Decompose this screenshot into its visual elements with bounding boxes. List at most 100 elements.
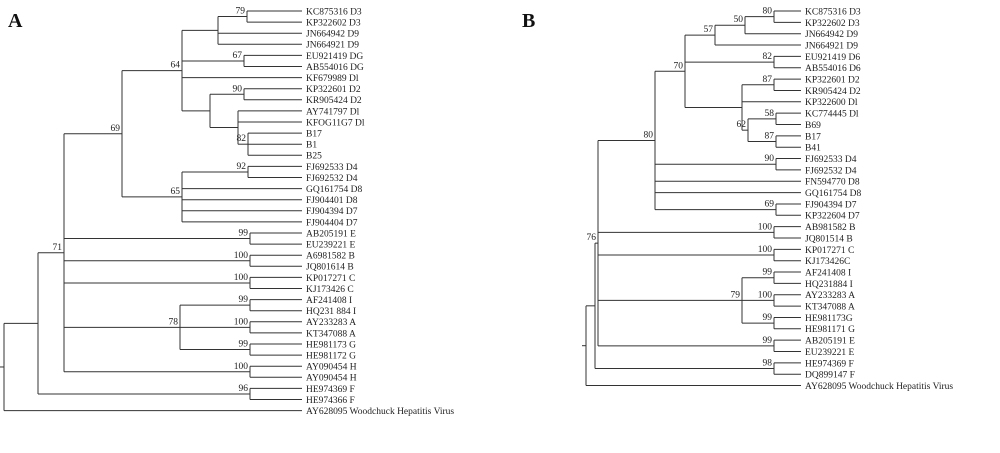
leaf-label: AB554016 D6 (805, 64, 861, 74)
bootstrap-value: 100 (234, 317, 249, 327)
leaf-label: EU239221 E (805, 348, 855, 358)
leaf-label: KC774445 Dl (805, 110, 859, 120)
bootstrap-value: 99 (763, 268, 773, 278)
bootstrap-value: 90 (765, 154, 775, 164)
leaf-label: KC875316 D3 (805, 7, 861, 17)
leaf-label: KP322602 D3 (805, 19, 860, 29)
leaf-label: KP017271 C (805, 246, 854, 256)
leaf-label: HE974369 F (306, 385, 355, 395)
bootstrap-value: 57 (704, 25, 714, 35)
leaf-label: KR905424 D2 (306, 96, 362, 106)
bootstrap-value: 78 (169, 317, 179, 327)
leaf-label: KP322604 D7 (805, 212, 860, 222)
leaf-label: AF241408 I (805, 268, 851, 278)
leaf-label: AY233283 A (306, 318, 356, 328)
leaf-label: KT347088 A (306, 329, 356, 339)
leaf-label: JQ801614 B (306, 263, 354, 273)
bootstrap-value: 99 (763, 313, 773, 323)
leaf-label: AY741797 Dl (306, 107, 360, 117)
bootstrap-value: 79 (236, 7, 246, 17)
leaf-label: AY090454 H (306, 363, 357, 373)
bootstrap-value: 100 (758, 290, 773, 300)
bootstrap-value: 99 (239, 229, 249, 239)
leaf-label: B25 (306, 152, 322, 162)
bootstrap-value: 71 (53, 243, 63, 253)
leaf-label: HE981173 G (306, 340, 356, 350)
leaf-label: B69 (805, 121, 821, 131)
bootstrap-value: 69 (111, 124, 121, 134)
bootstrap-value: 87 (765, 132, 775, 142)
leaf-label: HE981173G (805, 314, 853, 324)
leaf-label: FJ904394 D7 (805, 200, 857, 210)
leaf-label: AY233283 A (805, 291, 855, 301)
leaf-label: KC875316 D3 (306, 7, 362, 17)
leaf-label: KP017271 C (306, 274, 355, 284)
leaf-label: JN664942 D9 (306, 30, 359, 40)
leaf-label: AB981582 B (805, 223, 855, 233)
leaf-label: FJ692533 D4 (306, 163, 358, 173)
leaf-label: AF241408 I (306, 296, 352, 306)
bootstrap-value: 96 (239, 384, 249, 394)
bootstrap-value: 100 (758, 245, 773, 255)
leaf-label: EU239221 E (306, 241, 356, 251)
bootstrap-value: 92 (237, 162, 247, 172)
leaf-label: GQ161754 D8 (306, 185, 362, 195)
leaf-label: HE974369 F (805, 359, 854, 369)
leaf-label: HQ231 884 I (306, 307, 356, 317)
leaf-label: FJ692532 D4 (805, 166, 857, 176)
bootstrap-value: 62 (737, 120, 747, 130)
leaf-label: AB205191 E (805, 337, 855, 347)
leaf-label: A6981582 B (306, 252, 355, 262)
bootstrap-value: 100 (234, 362, 249, 372)
bootstrap-value: 100 (234, 273, 249, 283)
leaf-label: HE974366 F (306, 396, 355, 406)
bootstrap-value: 58 (765, 109, 775, 119)
bootstrap-value: 69 (765, 200, 775, 210)
bootstrap-value: 90 (233, 84, 243, 94)
leaf-label: B41 (805, 144, 821, 154)
leaf-label: FN594770 D8 (805, 178, 860, 188)
leaf-label: EU921419 DG (306, 52, 363, 62)
bootstrap-value: 98 (763, 359, 773, 369)
leaf-label: FJ692532 D4 (306, 174, 358, 184)
bootstrap-value: 87 (763, 75, 773, 85)
leaf-label: GQ161754 D8 (805, 189, 861, 199)
leaf-label: B17 (306, 130, 322, 140)
leaf-label: AY090454 H (306, 374, 357, 384)
leaf-label: AY628095 Woodchuck Hepatitis Virus (306, 407, 454, 417)
leaf-label: KJ173426 C (306, 285, 354, 295)
leaf-label: FJ904401 D8 (306, 196, 358, 206)
leaf-label: KP322602 D3 (306, 19, 361, 29)
bootstrap-value: 100 (758, 222, 773, 232)
leaf-label: KFOG11G7 Dl (306, 118, 365, 128)
leaf-label: KP322601 D2 (306, 85, 361, 95)
bootstrap-value: 64 (171, 61, 181, 71)
leaf-label: AB205191 E (306, 229, 356, 239)
leaf-label: JQ801514 B (805, 234, 853, 244)
bootstrap-value: 79 (731, 290, 741, 300)
leaf-label: HE981171 G (805, 325, 855, 335)
leaf-label: AY628095 Woodchuck Hepatitis Virus (805, 382, 953, 392)
leaf-label: HQ231884 I (805, 280, 853, 290)
panel-label-b: B (522, 10, 535, 32)
bootstrap-value: 76 (587, 233, 597, 243)
bootstrap-value: 70 (674, 61, 684, 71)
bootstrap-value: 80 (644, 130, 654, 140)
leaf-label: KJ173426C (805, 257, 850, 267)
leaf-label: JN664921 D9 (805, 41, 858, 51)
leaf-label: AB554016 DG (306, 63, 364, 73)
bootstrap-value: 50 (734, 15, 744, 25)
leaf-label: HE981172 G (306, 352, 356, 362)
bootstrap-value: 80 (763, 7, 773, 17)
panel-label-a: A (8, 10, 23, 32)
leaf-label: JN664942 D9 (805, 30, 858, 40)
leaf-label: FJ692533 D4 (805, 155, 857, 165)
leaf-label: B17 (805, 132, 821, 142)
bootstrap-value: 82 (237, 134, 247, 144)
leaf-label: FJ904404 D7 (306, 218, 358, 228)
leaf-label: JN664921 D9 (306, 41, 359, 51)
leaf-label: KP322601 D2 (805, 76, 860, 86)
